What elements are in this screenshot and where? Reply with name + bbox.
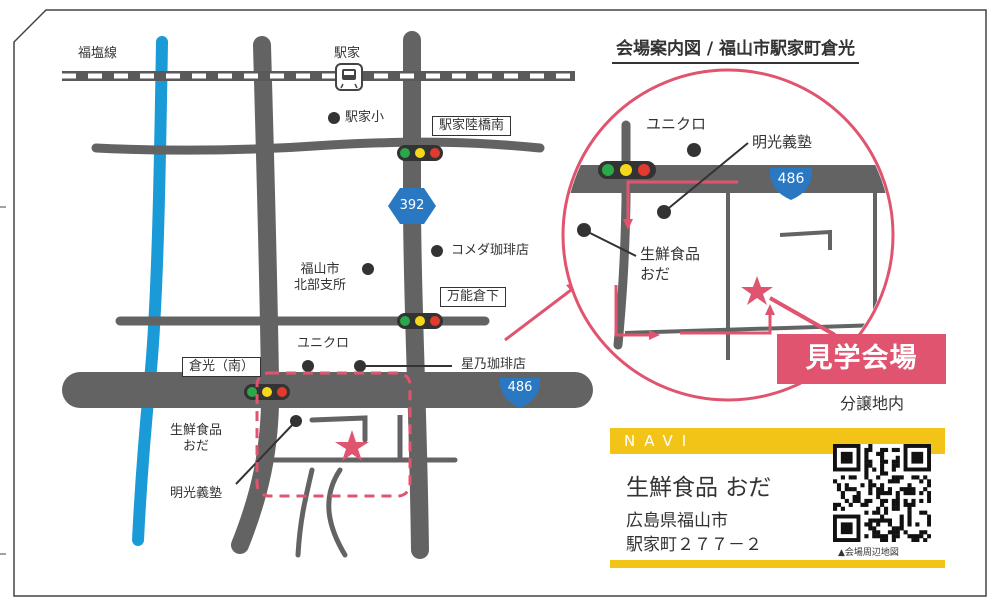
- map-title: 会場案内図 / 福山市駅家町倉光: [612, 34, 860, 64]
- juku-label: 明光義塾: [170, 486, 223, 501]
- navi-bottom-bar: [610, 560, 945, 568]
- rail-line-label: 福塩線: [78, 46, 118, 61]
- poi-dot-school: [328, 112, 340, 124]
- qr-code-graphic: [833, 444, 932, 543]
- road-minor-north: [91, 137, 545, 155]
- venue-area-dashed: [255, 371, 412, 498]
- route-392-badge: [388, 188, 436, 224]
- qr-caption: ▲会場周辺地図: [838, 548, 899, 558]
- venue-star-main: [335, 430, 369, 461]
- venue-badge: 見学会場: [777, 334, 946, 384]
- venue-sub-label: 分譲地内: [840, 394, 905, 413]
- road-minor-south2: [309, 415, 368, 443]
- intersection-kuramitsu: 倉光（南）: [182, 357, 262, 377]
- city-office-label: 福山市 北部支所: [294, 262, 347, 293]
- hoshino-label: 星乃珈琲店: [461, 357, 527, 372]
- navi-header: NAVI: [610, 428, 945, 454]
- traffic-light-kuramitsu: [244, 384, 290, 400]
- train-station-icon: [335, 63, 363, 91]
- road-minor-south5: [295, 467, 315, 558]
- poi-dot-city-office: [362, 263, 374, 275]
- intersection-mannokura: 万能倉下: [440, 287, 507, 307]
- inset-supermarket-label: 生鮮食品 おだ: [640, 245, 701, 283]
- komeda-label: コメダ珈琲店: [451, 243, 530, 258]
- river: [132, 36, 168, 546]
- traffic-light-mannokura: [397, 313, 443, 329]
- inset-traffic-light: [598, 161, 656, 179]
- route-486-label: 486: [507, 380, 533, 395]
- qr-code[interactable]: [833, 444, 932, 543]
- supermarket-label: 生鮮食品 おだ: [170, 423, 223, 454]
- navi-box: NAVI 生鮮食品 おだ 広島県福山市 駅家町２７７－２: [610, 428, 945, 568]
- inset-poi-uniqlo: [687, 143, 701, 157]
- road-minor-south4: [326, 467, 348, 558]
- inset-route-486-badge: [769, 168, 813, 200]
- road-west-vertical: [231, 36, 280, 554]
- venue-star-inset: [741, 276, 773, 305]
- school-label: 駅家小: [345, 110, 385, 125]
- route-486-badge: [499, 378, 541, 408]
- inset-pointer-arrow: [504, 285, 576, 342]
- navi-place-name: 生鮮食品 おだ: [626, 475, 772, 501]
- navi-address-line2: 駅家町２７７－２: [626, 535, 762, 555]
- intersection-ekiya-rikkyo: 駅家陸橋南: [432, 116, 512, 136]
- road-392: [403, 31, 429, 559]
- station-label: 駅家: [334, 46, 361, 61]
- poi-dot-komeda: [431, 245, 443, 257]
- inset-uniqlo-label: ユニクロ: [646, 115, 707, 133]
- poi-dot-uniqlo: [302, 360, 314, 372]
- inset-route-486-label: 486: [777, 171, 805, 187]
- navi-address-line1: 広島県福山市: [626, 511, 728, 531]
- traffic-light-ekiya: [397, 145, 443, 161]
- inset-juku-label: 明光義塾: [752, 133, 813, 151]
- route-392-label: 392: [399, 198, 425, 213]
- uniqlo-label: ユニクロ: [297, 336, 350, 351]
